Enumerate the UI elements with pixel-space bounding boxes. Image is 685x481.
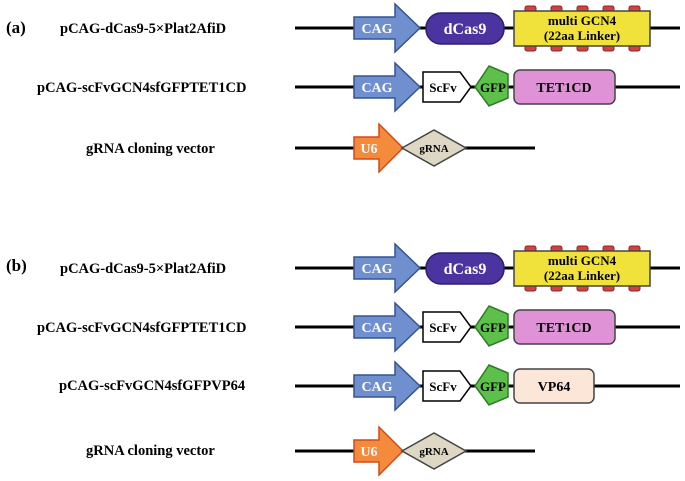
gcn4-label-line1: multi GCN4 (548, 13, 617, 28)
promoter-label: U6 (360, 445, 377, 460)
gcn4-label-line2: (22aa Linker) (544, 268, 620, 283)
cag-promoter-arrow (353, 242, 422, 294)
vector-row-dcas9-a: pCAG-dCas9-5×Plat2AfiD CAG dCas9 multi G… (60, 2, 680, 54)
tet1cd-element (513, 69, 616, 105)
vector-name: pCAG-dCas9-5×Plat2AfiD (60, 21, 226, 37)
promoter-label: CAG (361, 321, 392, 336)
tet1cd-label: TET1CD (536, 321, 591, 336)
dcas9-label: dCas9 (444, 21, 487, 38)
gfp-element (474, 65, 509, 107)
gfp-element (474, 305, 509, 347)
scfv-label: ScFv (429, 320, 457, 335)
scfv-element (422, 71, 472, 103)
vector-row-dcas9-b: pCAG-dCas9-5×Plat2AfiD CAG dCas9 multi G… (60, 242, 680, 294)
scfv-element (422, 370, 472, 402)
vector-row-vp64-b: pCAG-scFvGCN4sfGFPVP64 CAG ScFv GFP VP64 (59, 360, 680, 412)
u6-promoter-arrow (353, 122, 405, 174)
vector-name: pCAG-scFvGCN4sfGFPTET1CD (37, 320, 246, 336)
vp64-element (513, 368, 595, 404)
promoter-label: CAG (361, 81, 392, 96)
cag-promoter-arrow (353, 61, 422, 113)
vector-name: pCAG-dCas9-5×Plat2AfiD (60, 261, 226, 277)
dcas9-element (425, 12, 505, 45)
grna-element (400, 129, 468, 167)
gcn4-label-line1: multi GCN4 (548, 253, 617, 268)
dcas9-element (425, 252, 505, 285)
vector-row-tet1cd-a: pCAG-scFvGCN4sfGFPTET1CD CAG ScFv GFP TE… (37, 61, 680, 113)
cag-promoter-arrow (353, 301, 422, 353)
gcn4-tag-box (513, 10, 651, 47)
promoter-label: U6 (360, 142, 377, 157)
u6-promoter-arrow (353, 425, 405, 477)
grna-label: gRNA (419, 143, 448, 155)
cag-promoter-arrow (353, 2, 422, 54)
vp64-label: VP64 (538, 380, 571, 395)
dcas9-label: dCas9 (444, 261, 487, 278)
panel-label-b: (b) (6, 256, 27, 275)
gfp-label: GFP (480, 80, 506, 95)
grna-element (400, 432, 468, 470)
vector-name: pCAG-scFvGCN4sfGFPTET1CD (37, 80, 246, 96)
gcn4-tag-box (513, 250, 651, 287)
scfv-element (422, 311, 472, 343)
panel-label-a: (a) (6, 18, 26, 37)
scfv-label: ScFv (429, 379, 457, 394)
gfp-label: GFP (480, 320, 506, 335)
vector-name: gRNA cloning vector (86, 443, 215, 459)
vector-name: gRNA cloning vector (86, 141, 215, 157)
vector-name: pCAG-scFvGCN4sfGFPVP64 (59, 378, 245, 394)
vector-row-tet1cd-b: pCAG-scFvGCN4sfGFPTET1CD CAG ScFv GFP TE… (37, 301, 680, 353)
scfv-label: ScFv (429, 80, 457, 95)
promoter-label: CAG (361, 262, 392, 277)
gfp-element (474, 364, 509, 406)
gcn4-label-line2: (22aa Linker) (544, 28, 620, 43)
vector-row-grna-a: gRNA cloning vector U6 gRNA (86, 122, 535, 174)
promoter-label: CAG (361, 22, 392, 37)
tet1cd-element (513, 309, 616, 345)
vector-row-grna-b: gRNA cloning vector U6 gRNA (86, 425, 535, 477)
promoter-label: CAG (361, 380, 392, 395)
tet1cd-label: TET1CD (536, 81, 591, 96)
gfp-label: GFP (480, 379, 506, 394)
grna-label: gRNA (419, 446, 448, 458)
cag-promoter-arrow (353, 360, 422, 412)
